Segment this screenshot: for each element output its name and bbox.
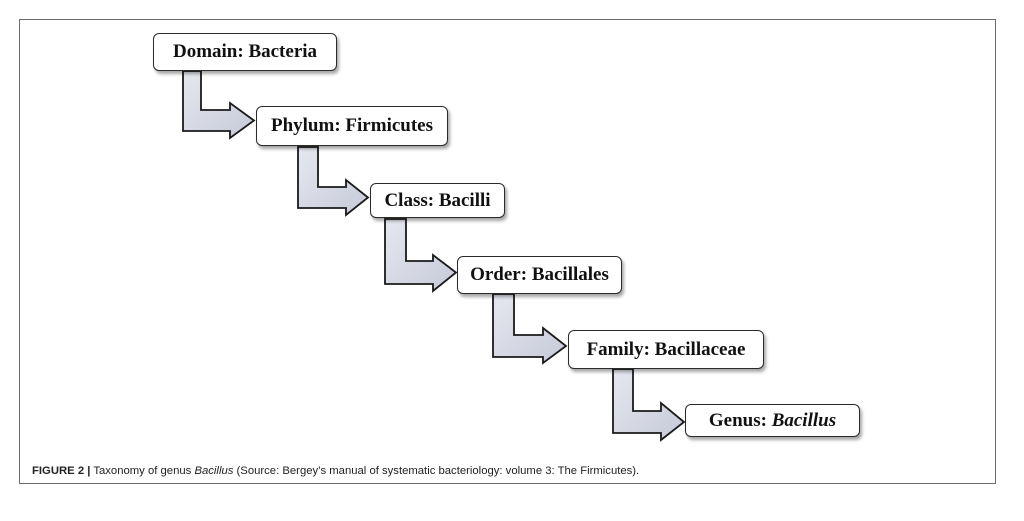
- taxon-box-class: Class: Bacilli: [370, 183, 505, 218]
- taxon-name: Firmicutes: [345, 115, 433, 136]
- taxon-rank: Genus: [708, 409, 761, 431]
- taxon-name: Bacilli: [438, 189, 491, 211]
- caption-italic-genus: Bacillus: [194, 465, 234, 477]
- taxon-rank: Phylum: [270, 115, 335, 136]
- taxon-box-domain: Domain: Bacteria: [153, 33, 337, 71]
- caption-text-after: (Source: Bergey’s manual of systematic b…: [233, 465, 640, 477]
- figure-label: FIGURE 2 |: [32, 465, 91, 477]
- taxon-box-order: Order: Bacillales: [457, 256, 622, 294]
- taxon-sep: :: [643, 338, 655, 360]
- taxon-sep: :: [237, 41, 249, 62]
- taxon-rank: Class: [384, 189, 428, 211]
- bent-arrow-icon: [182, 70, 256, 140]
- taxon-name: Bacillales: [531, 264, 609, 285]
- bent-arrow-icon: [384, 218, 458, 293]
- taxon-rank: Order: [470, 264, 521, 285]
- taxon-box-genus: Genus: Bacillus: [685, 404, 860, 437]
- taxon-rank: Domain: [172, 41, 238, 62]
- bent-arrow-icon: [492, 293, 568, 365]
- taxon-sep: :: [760, 409, 772, 431]
- bent-arrow-icon: [297, 146, 370, 217]
- taxon-box-family: Family: Bacillaceae: [568, 330, 764, 369]
- taxon-rank: Family: [586, 338, 644, 360]
- figure-caption: FIGURE 2 | Taxonomy of genus Bacillus (S…: [32, 465, 639, 477]
- caption-text-before: Taxonomy of genus: [90, 465, 195, 477]
- taxon-sep: :: [427, 189, 439, 211]
- bent-arrow-icon: [612, 368, 686, 442]
- taxon-box-phylum: Phylum: Firmicutes: [256, 106, 448, 146]
- taxon-sep: :: [520, 264, 532, 285]
- taxon-name: Bacillus: [771, 409, 837, 431]
- taxon-name: Bacteria: [248, 41, 318, 62]
- taxon-name: Bacillaceae: [654, 338, 746, 360]
- taxon-sep: :: [334, 115, 346, 136]
